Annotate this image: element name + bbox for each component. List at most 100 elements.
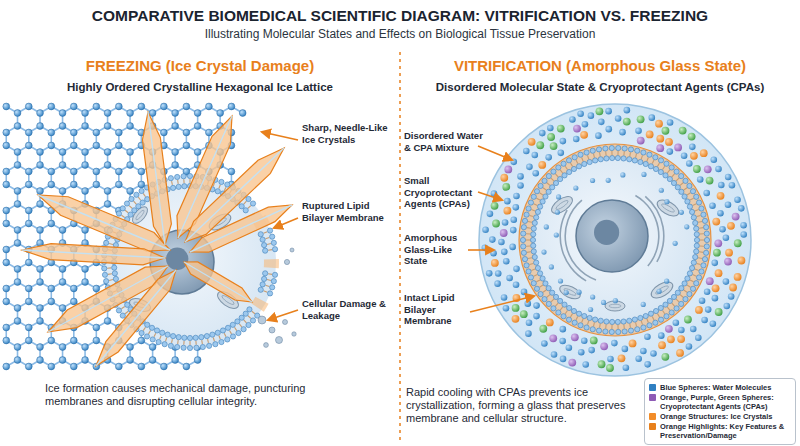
lipid-head	[521, 225, 526, 230]
lipid-head	[679, 301, 684, 306]
molecule	[725, 201, 732, 208]
water-molecule	[70, 103, 77, 110]
lipid-head	[261, 276, 266, 281]
water-molecule	[138, 103, 145, 110]
lipid-tail	[555, 303, 558, 306]
lipid-head	[643, 161, 648, 166]
water-molecule	[3, 129, 10, 136]
lipid-head	[120, 313, 125, 318]
lipid-tail	[571, 163, 573, 166]
lipid-tail	[587, 155, 588, 159]
crystal-facet	[96, 270, 176, 366]
callout-label: Ruptured Lipid Bilayer Membrane	[302, 200, 390, 223]
water-molecule	[14, 279, 21, 286]
lipid-tail	[547, 295, 550, 298]
molecule	[667, 335, 675, 343]
molecule	[732, 213, 740, 221]
lipid-tail	[695, 210, 699, 211]
ice-crystal	[190, 205, 292, 252]
molecule	[539, 325, 547, 333]
water-molecule	[3, 246, 10, 253]
lipid-head	[609, 145, 614, 150]
lipid-head	[635, 148, 640, 153]
lipid-head	[243, 208, 248, 213]
panel-subheading: Highly Ordered Crystalline Hexagonal Ice…	[0, 81, 400, 93]
water-molecule	[3, 220, 10, 227]
lipid-head	[699, 269, 704, 274]
lipid-head	[528, 275, 533, 280]
water-molecule	[59, 188, 66, 195]
water-molecule	[59, 266, 66, 273]
water-molecule	[3, 207, 10, 214]
crystal-facet	[22, 250, 165, 258]
lipid-tail	[684, 188, 687, 190]
cell-debris	[258, 248, 296, 347]
molecule	[581, 337, 588, 344]
lipid-head	[546, 301, 551, 306]
legend-box: Blue Spheres: Water MoleculesOrange, Pur…	[644, 378, 796, 445]
molecule	[677, 335, 685, 343]
lipid-head	[567, 305, 572, 310]
lipid-head	[582, 313, 587, 318]
lipid-tail	[534, 275, 538, 277]
molecule	[717, 210, 724, 217]
molecule	[622, 346, 629, 353]
water-molecule	[104, 110, 111, 117]
lipid-head	[210, 332, 215, 337]
lipid-tail	[264, 232, 268, 233]
lipid-head	[704, 225, 709, 230]
molecule	[491, 202, 499, 210]
lipid-tail	[107, 267, 111, 268]
lipid-head	[699, 206, 704, 211]
lipid-head	[653, 155, 658, 160]
lipid-head	[685, 276, 690, 281]
lipid-tail	[560, 307, 562, 310]
lipid-head	[531, 226, 536, 231]
molecule	[723, 303, 730, 310]
lipid-tail	[571, 314, 573, 317]
lipid-head	[225, 325, 230, 330]
molecule	[500, 229, 508, 237]
molecule	[546, 319, 554, 327]
leaked-fragment	[276, 337, 283, 344]
water-molecule	[149, 344, 156, 351]
molecule	[549, 334, 557, 342]
water-molecule	[3, 324, 10, 331]
lipid-tail	[667, 170, 669, 173]
lipid-tail	[543, 290, 546, 292]
lipid-head	[540, 276, 545, 281]
molecule	[538, 161, 546, 169]
lipid-head	[535, 265, 540, 270]
lipid-tail	[663, 310, 665, 313]
lipid-head	[534, 286, 539, 291]
lipid-head	[241, 327, 246, 332]
lipid-tail	[138, 197, 140, 200]
callout-arrow	[268, 310, 298, 320]
water-molecule	[194, 149, 201, 156]
cytoplasm	[533, 158, 697, 322]
lipid-head	[187, 345, 192, 350]
molecule	[600, 342, 608, 350]
lipid-head	[562, 173, 567, 178]
lipid-tail	[565, 166, 567, 169]
lipid-head	[658, 305, 663, 310]
water-molecule	[115, 103, 122, 110]
water-molecule	[3, 181, 10, 188]
lipid-head	[627, 157, 632, 162]
lipid-head	[182, 184, 187, 189]
lipid-head	[551, 306, 556, 311]
molecule	[724, 258, 732, 266]
leaked-fragment	[264, 343, 269, 348]
water-molecule	[59, 227, 66, 234]
callout-label: Disordered Water & CPA Mixture	[404, 130, 484, 153]
molecule	[487, 211, 494, 218]
molecule	[520, 310, 528, 318]
lipid-tail	[230, 330, 232, 333]
lipid-tail	[700, 239, 704, 240]
molecule	[695, 335, 702, 342]
lipid-head	[701, 212, 706, 217]
lipid-head	[622, 146, 627, 151]
panel-divider	[399, 52, 401, 440]
lipid-tail	[125, 210, 128, 212]
water-molecule	[14, 305, 21, 312]
